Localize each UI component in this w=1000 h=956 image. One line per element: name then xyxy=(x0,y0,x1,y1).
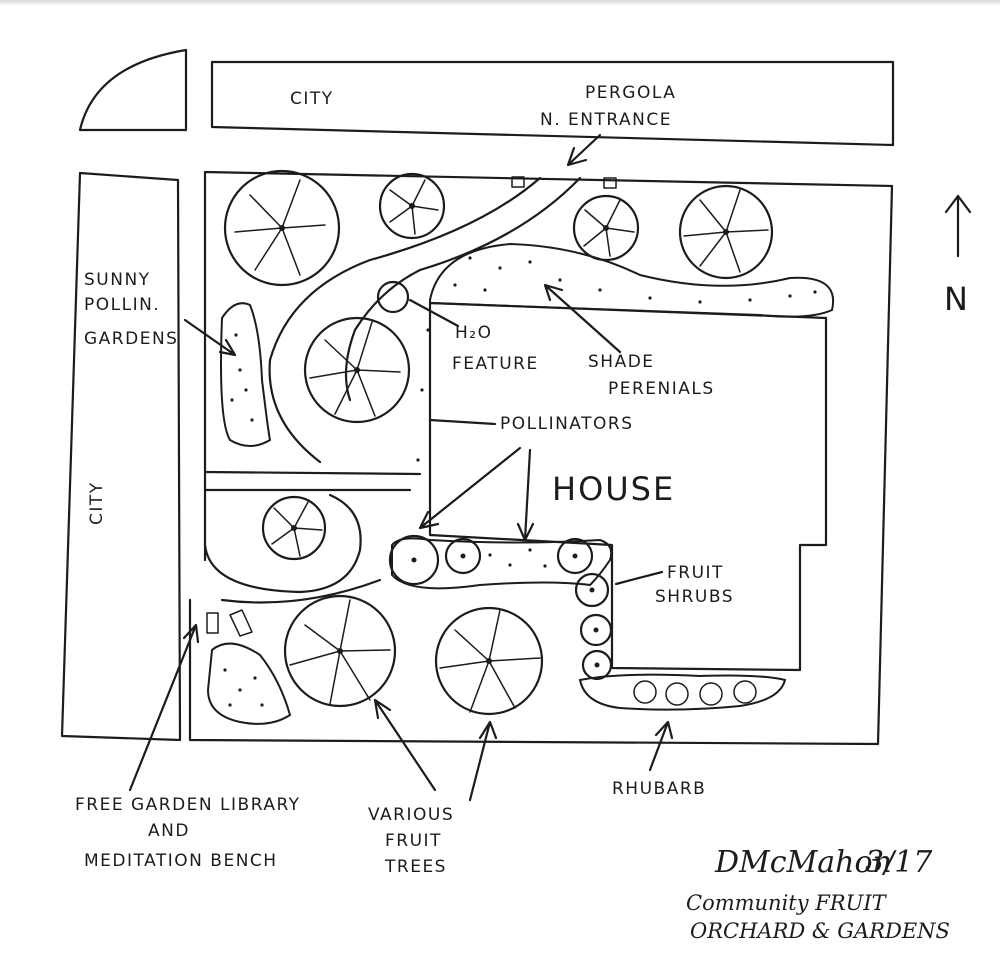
sunny-label-3: GARDENS xyxy=(84,329,178,349)
library-label-2: AND xyxy=(148,821,190,841)
fruit-tree xyxy=(261,495,327,561)
walkway-paths xyxy=(203,176,582,604)
city-street-top-label: CITY xyxy=(290,89,334,109)
sunny-leader-arrow xyxy=(183,318,237,357)
corner-curb xyxy=(78,48,188,132)
sunny-label-1: SUNNY xyxy=(84,270,151,290)
pollinators-label: POLLINATORS xyxy=(500,414,633,434)
rhubarb-plants xyxy=(633,680,757,706)
stipple-dots xyxy=(223,256,817,707)
city-street-left-label: CITY xyxy=(87,481,107,525)
pergola-post-west xyxy=(511,176,525,188)
signature: DMcMahon xyxy=(714,845,892,880)
rhubarb-bed xyxy=(578,673,787,711)
house-label: HOUSE xyxy=(552,470,675,508)
fruit-shrubs-label-2: SHRUBS xyxy=(655,587,734,607)
sunny-label-2: POLLIN. xyxy=(84,295,160,315)
trees-label-3: TREES xyxy=(384,857,447,877)
pergola-label: PERGOLA xyxy=(585,83,676,103)
pergola-leader-arrow xyxy=(566,133,602,167)
fruit-tree xyxy=(572,194,640,262)
fruit-tree xyxy=(303,316,411,424)
house-outline xyxy=(428,301,828,672)
entrance-label: N. ENTRANCE xyxy=(540,110,672,130)
fruit-tree xyxy=(283,594,397,708)
shade-leader-arrow xyxy=(543,283,622,354)
north-label: N xyxy=(944,280,970,318)
trees-leader-arrows xyxy=(373,698,498,802)
shade-label: SHADE xyxy=(588,352,655,372)
h2o-label: H₂O xyxy=(455,323,492,343)
city-street-top: CITY xyxy=(210,60,895,147)
city-street-left: CITY xyxy=(60,171,182,742)
library-leader-arrow xyxy=(128,623,200,792)
caption-line-2: ORCHARD & GARDENS xyxy=(690,919,950,943)
signature-block: DMcMahon 3/17 Community FRUIT ORCHARD & … xyxy=(686,845,950,943)
pollinators-leader-arrows xyxy=(418,418,535,542)
caption-line-1: Community FRUIT xyxy=(686,891,888,915)
north-arrow: N xyxy=(944,194,972,318)
fruit-tree xyxy=(678,184,774,280)
fruit-tree xyxy=(223,169,341,287)
trees-label-2: FRUIT xyxy=(385,831,442,851)
property-boundary xyxy=(188,170,894,746)
free-garden-library-box xyxy=(206,612,219,634)
fruit-shrubs xyxy=(388,534,613,681)
rhubarb-label: RHUBARB xyxy=(612,779,706,799)
signature-date: 3/17 xyxy=(865,845,933,880)
rhubarb-leader-arrow xyxy=(648,720,674,772)
fruit-tree xyxy=(378,172,446,240)
h2o-leader-line xyxy=(408,298,460,328)
fruit-shrubs-leader-line xyxy=(614,570,664,586)
window-top-edge xyxy=(0,0,1000,6)
library-garden-bed xyxy=(206,642,292,725)
water-feature xyxy=(376,280,410,314)
perennials-label: PERENIALS xyxy=(608,379,715,399)
feature-label: FEATURE xyxy=(452,354,539,374)
pergola-post-east xyxy=(603,177,617,189)
sunny-pollinator-bed-top xyxy=(220,302,272,447)
library-label-3: MEDITATION BENCH xyxy=(84,851,278,871)
fruit-tree xyxy=(434,606,544,716)
meditation-bench xyxy=(229,609,253,637)
trees-label-1: VARIOUS xyxy=(368,805,454,825)
library-label-1: FREE GARDEN LIBRARY xyxy=(75,795,301,815)
fruit-shrubs-label-1: FRUIT xyxy=(667,563,724,583)
